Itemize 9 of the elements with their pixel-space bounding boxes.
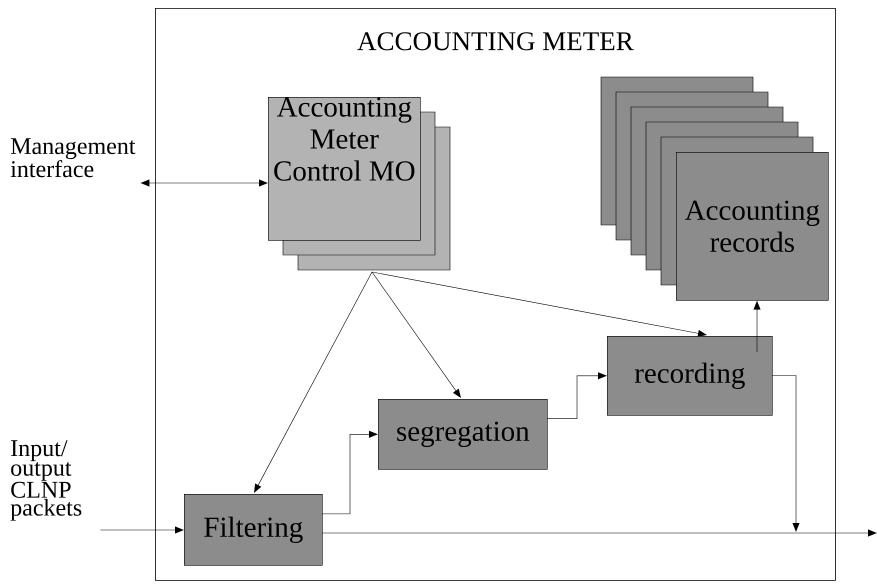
- process-box: segregation: [378, 399, 548, 470]
- stacked-box: Accounting records: [600, 76, 829, 301]
- side-label: Input/ output CLNP packets: [10, 440, 82, 521]
- stacked-box: Accounting Meter Control MO: [268, 97, 450, 270]
- arrow: [254, 272, 372, 493]
- process-box: recording: [607, 336, 773, 416]
- process-box: Filtering: [184, 494, 323, 566]
- arrow: [372, 272, 461, 398]
- side-label: Management interface: [10, 138, 136, 178]
